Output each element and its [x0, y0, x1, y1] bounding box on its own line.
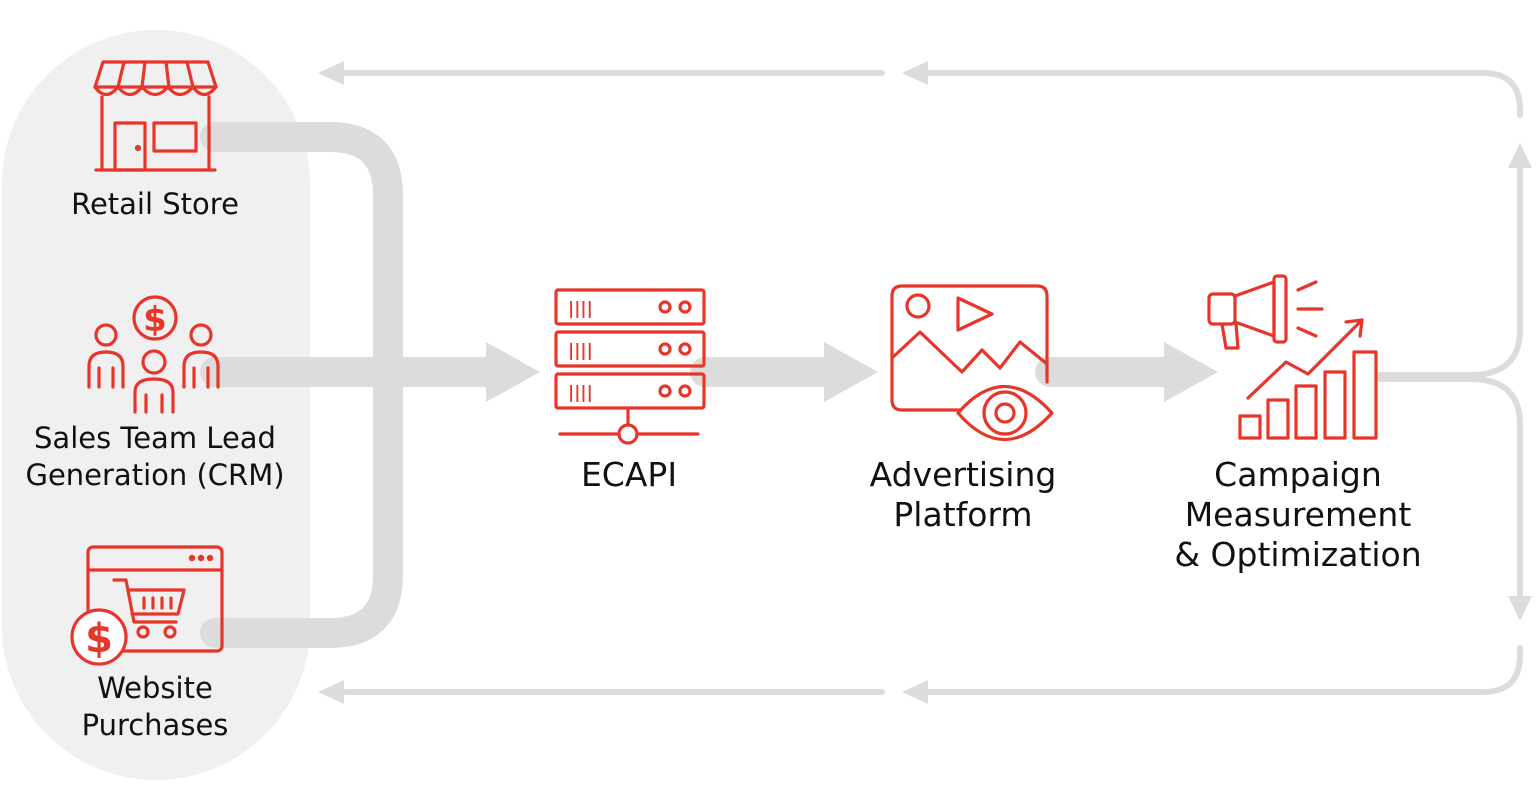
megaphone-growth-chart-icon [1207, 274, 1378, 440]
store-icon [93, 60, 218, 172]
svg-text:||||: |||| [568, 299, 593, 319]
label-ecapi: ECAPI [580, 455, 678, 494]
label-sales-team-crm: Sales Team Lead Generation (CRM) [25, 421, 285, 492]
svg-text:||||: |||| [568, 383, 593, 403]
svg-text:$: $ [143, 300, 167, 340]
shopping-cart-browser-icon: $ [70, 545, 224, 666]
svg-text:||||: |||| [568, 341, 593, 361]
svg-text:$: $ [85, 616, 113, 662]
server-icon: |||| |||| |||| [554, 288, 706, 445]
label-website-purchases: Website Purchases [81, 671, 229, 742]
flow-connectors [200, 61, 1532, 704]
source-panel [2, 30, 310, 780]
media-eye-icon [890, 284, 1054, 442]
sales-team-icon: $ [87, 295, 220, 414]
label-campaign-measurement: Campaign Measurement & Optimization [1174, 455, 1422, 574]
label-advertising-platform: Advertising Platform [869, 455, 1057, 534]
label-retail-store: Retail Store [71, 187, 239, 221]
